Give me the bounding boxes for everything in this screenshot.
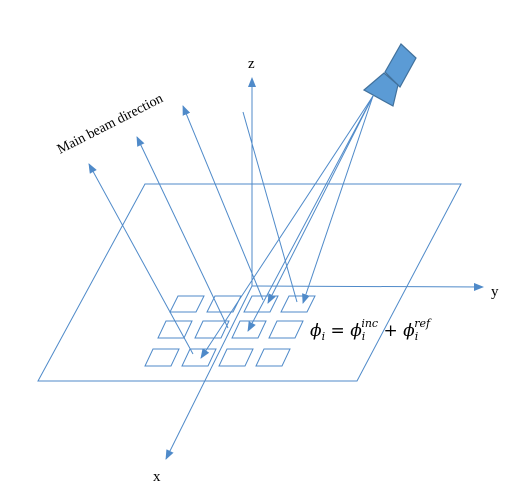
- unit-cell: [181, 348, 217, 367]
- main-beam-label: Main beam direction: [55, 91, 166, 157]
- x-axis-label: x: [153, 469, 161, 485]
- unit-cell: [268, 320, 304, 339]
- axes: [165, 77, 484, 460]
- unit-cell: [169, 295, 205, 313]
- x-axis: [165, 285, 253, 460]
- incident-ray: [247, 95, 374, 332]
- horn-antenna-icon: [362, 43, 417, 107]
- phase-equation: ϕi = ϕiinc + ϕiref: [310, 317, 432, 343]
- horn-flare: [362, 72, 399, 107]
- unit-cell: [206, 295, 242, 313]
- z-axis-label: z: [248, 56, 255, 72]
- reflected-rays: [88, 105, 298, 355]
- unit-cell: [157, 320, 193, 339]
- unit-cell: [231, 320, 267, 339]
- incident-ray: [267, 95, 374, 304]
- unit-cell: [243, 295, 279, 313]
- y-axis-label: y: [491, 284, 499, 300]
- unit-cell: [194, 320, 230, 339]
- incident-ray: [200, 95, 374, 359]
- unit-cell: [218, 348, 254, 367]
- reflected-ray: [182, 105, 264, 301]
- incident-rays: [200, 95, 374, 359]
- reflected-ray: [242, 111, 298, 303]
- reflected-ray: [88, 163, 194, 355]
- unit-cell: [280, 295, 316, 313]
- incident-ray: [302, 95, 374, 304]
- y-axis: [251, 282, 484, 291]
- unit-cell: [144, 348, 180, 367]
- unit-cell: [255, 348, 291, 367]
- reflected-ray: [136, 136, 229, 329]
- surface-plane: [37, 183, 462, 382]
